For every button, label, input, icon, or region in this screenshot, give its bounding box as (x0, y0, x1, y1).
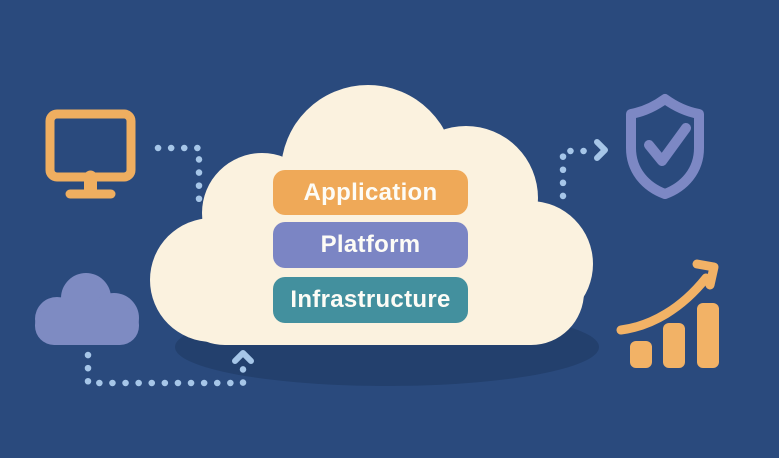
layer-infrastructure-label: Infrastructure (290, 286, 451, 313)
cloud-icon (35, 273, 139, 345)
layer-platform-label: Platform (320, 231, 421, 258)
monitor-icon (45, 109, 136, 199)
dotted-connector-cloudicon-to-cloud (84, 350, 254, 387)
cloud-layer-stack: Application Platform Infrastructure (273, 170, 468, 323)
growth-chart-icon (616, 259, 719, 368)
dotted-connector-monitor-to-cloud (154, 144, 203, 203)
layer-application-label: Application (303, 178, 438, 206)
layer-infrastructure: Infrastructure (273, 277, 468, 323)
layer-platform: Platform (273, 222, 468, 268)
shield-check-icon (626, 94, 704, 199)
dotted-connector-cloud-to-shield (559, 139, 608, 200)
arrow-up-icon (232, 350, 254, 364)
arrow-right-icon (594, 139, 608, 161)
layer-application: Application (273, 170, 468, 215)
